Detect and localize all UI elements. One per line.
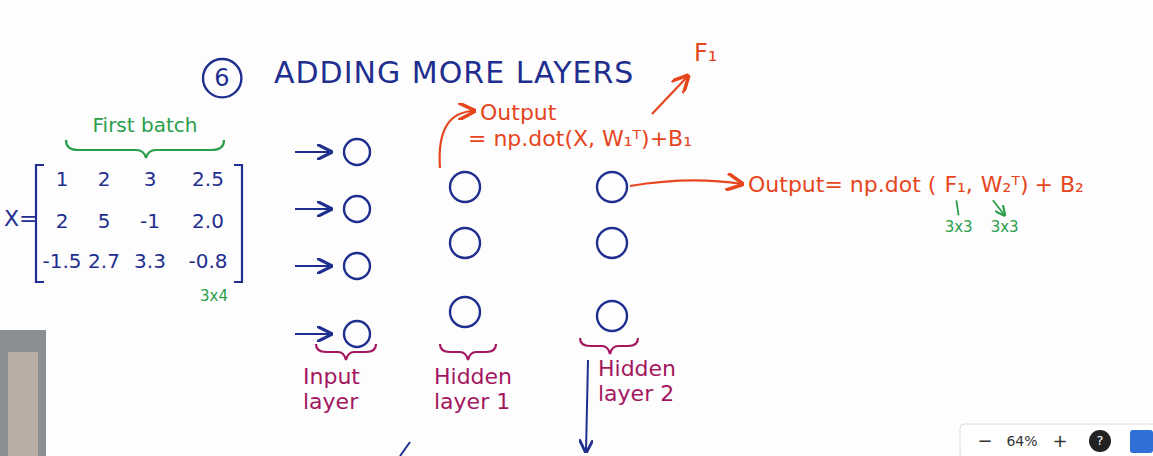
neuron bbox=[597, 301, 627, 331]
zoom-level: 64% bbox=[1006, 433, 1037, 449]
table-cell: 3.3 bbox=[134, 250, 166, 273]
neuron bbox=[344, 139, 370, 165]
table-cell: 1 bbox=[56, 168, 69, 191]
input-arrow bbox=[295, 265, 331, 267]
layer-brace bbox=[440, 344, 496, 360]
layer-label: Input layer bbox=[303, 364, 389, 415]
neuron bbox=[450, 228, 480, 258]
formula-arrow bbox=[630, 180, 742, 186]
neuron bbox=[344, 196, 370, 222]
table-cell: 2 bbox=[98, 168, 111, 191]
dimension: 3x4 bbox=[200, 288, 228, 305]
zoom-control: − bbox=[977, 431, 992, 452]
formula: Output bbox=[480, 100, 556, 125]
leader-line bbox=[956, 200, 958, 215]
layer-brace bbox=[580, 338, 638, 354]
app-icon bbox=[1130, 430, 1153, 453]
table-cell: -0.8 bbox=[188, 250, 227, 273]
neuron bbox=[344, 253, 370, 279]
zoom-bar bbox=[960, 424, 1153, 456]
table-cell: 2.0 bbox=[192, 210, 224, 233]
title: ADDING MORE LAYERS bbox=[274, 56, 634, 91]
table-cell: 2 bbox=[56, 210, 69, 233]
number: 6 bbox=[214, 65, 229, 91]
formula-arrow bbox=[652, 76, 688, 114]
neuron bbox=[344, 321, 370, 347]
matrix-name: X= bbox=[4, 206, 38, 231]
neuron bbox=[450, 297, 480, 327]
layer-label: Hidden layer 1 bbox=[434, 364, 538, 415]
input-arrow bbox=[295, 208, 331, 210]
webcam-thumbnail bbox=[8, 352, 38, 456]
batch-brace bbox=[66, 140, 224, 158]
formula: Output= np.dot ( bbox=[748, 172, 936, 197]
neuron bbox=[597, 172, 627, 202]
table-cell: -1 bbox=[140, 210, 160, 233]
table-cell: 5 bbox=[98, 210, 111, 233]
formula: = np.dot(X, W₁ᵀ)+B₁ bbox=[468, 126, 692, 151]
zoom-control: + bbox=[1052, 431, 1067, 452]
table-cell: -1.5 bbox=[42, 250, 81, 273]
matrix-bracket bbox=[234, 165, 242, 282]
table-cell: 2.7 bbox=[88, 250, 120, 273]
dimension: 3x3 bbox=[991, 219, 1019, 236]
formula: F₁, bbox=[944, 172, 972, 197]
annotation: First batch bbox=[93, 114, 198, 137]
table-cell: 2.5 bbox=[192, 168, 224, 191]
variable-name: F₁ bbox=[694, 40, 717, 68]
input-arrow bbox=[295, 151, 331, 153]
layer-label: Hidden layer 2 bbox=[598, 356, 702, 407]
formula: W₂ᵀ) bbox=[981, 172, 1029, 197]
formula: + B₂ bbox=[1034, 172, 1083, 197]
down-arrow bbox=[586, 360, 588, 452]
input-arrow bbox=[295, 333, 331, 335]
layer-brace bbox=[316, 344, 376, 360]
neuron bbox=[597, 228, 627, 258]
help-button bbox=[1089, 430, 1111, 452]
table-cell: 3 bbox=[144, 168, 157, 191]
webcam-thumbnail bbox=[0, 330, 46, 456]
neuron bbox=[450, 172, 480, 202]
section-number: 6 bbox=[201, 57, 243, 99]
help-button: ? bbox=[1097, 434, 1104, 449]
dimension: 3x3 bbox=[945, 219, 973, 236]
leader-line bbox=[993, 200, 1005, 215]
pen-stroke bbox=[400, 442, 410, 456]
